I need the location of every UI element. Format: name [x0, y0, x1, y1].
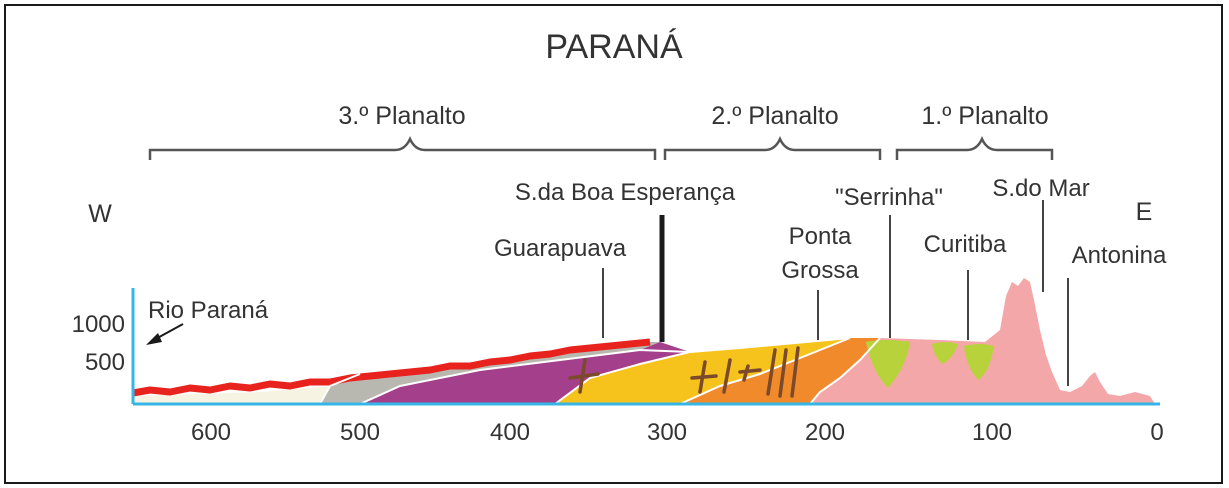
label-antonina: Antonina — [1072, 242, 1167, 269]
rio-parana-arrowhead — [146, 333, 162, 345]
profile-title: PARANÁ — [545, 28, 683, 66]
y-tick-1000: 1000 — [72, 311, 125, 338]
east-label: E — [1136, 198, 1153, 226]
label-1-planalto: 1.º Planalto — [921, 102, 1048, 130]
label-ponta: Ponta — [789, 223, 852, 250]
x-tick-500: 500 — [340, 419, 380, 446]
bracket-1-planalto — [895, 135, 1054, 160]
y-tick-500: 500 — [85, 349, 125, 376]
label-2-planalto: 2.º Planalto — [711, 102, 838, 130]
x-tick-0: 0 — [1150, 419, 1163, 446]
west-label: W — [88, 200, 112, 228]
contact-lines — [319, 337, 881, 405]
green-basin-1 — [866, 340, 910, 388]
x-tick-400: 400 — [490, 419, 530, 446]
green-basin-2 — [932, 342, 958, 364]
purple-layer — [360, 342, 690, 404]
label-grossa: Grossa — [781, 257, 859, 284]
x-tick-300: 300 — [647, 419, 687, 446]
label-boa-esperanca: S.da Boa Esperança — [515, 179, 736, 206]
label-3-planalto: 3.º Planalto — [338, 102, 465, 130]
orange-layer — [680, 338, 880, 404]
x-tick-200: 200 — [805, 419, 845, 446]
bracket-2-planalto — [663, 135, 882, 160]
basalt-surface — [132, 338, 651, 397]
label-rio-parana: Rio Paraná — [148, 297, 269, 324]
faults — [568, 346, 800, 398]
leader-lines — [602, 200, 1069, 386]
label-serrinha: "Serrinha" — [835, 184, 943, 211]
label-curitiba: Curitiba — [924, 231, 1007, 258]
bracket-3-planalto — [148, 135, 657, 160]
x-tick-600: 600 — [191, 419, 231, 446]
label-serra-do-mar: S.do Mar — [992, 175, 1089, 202]
cream-layer — [133, 386, 330, 404]
green-basin-3 — [964, 344, 994, 380]
label-guarapuava: Guarapuava — [494, 235, 627, 262]
x-tick-100: 100 — [972, 419, 1012, 446]
